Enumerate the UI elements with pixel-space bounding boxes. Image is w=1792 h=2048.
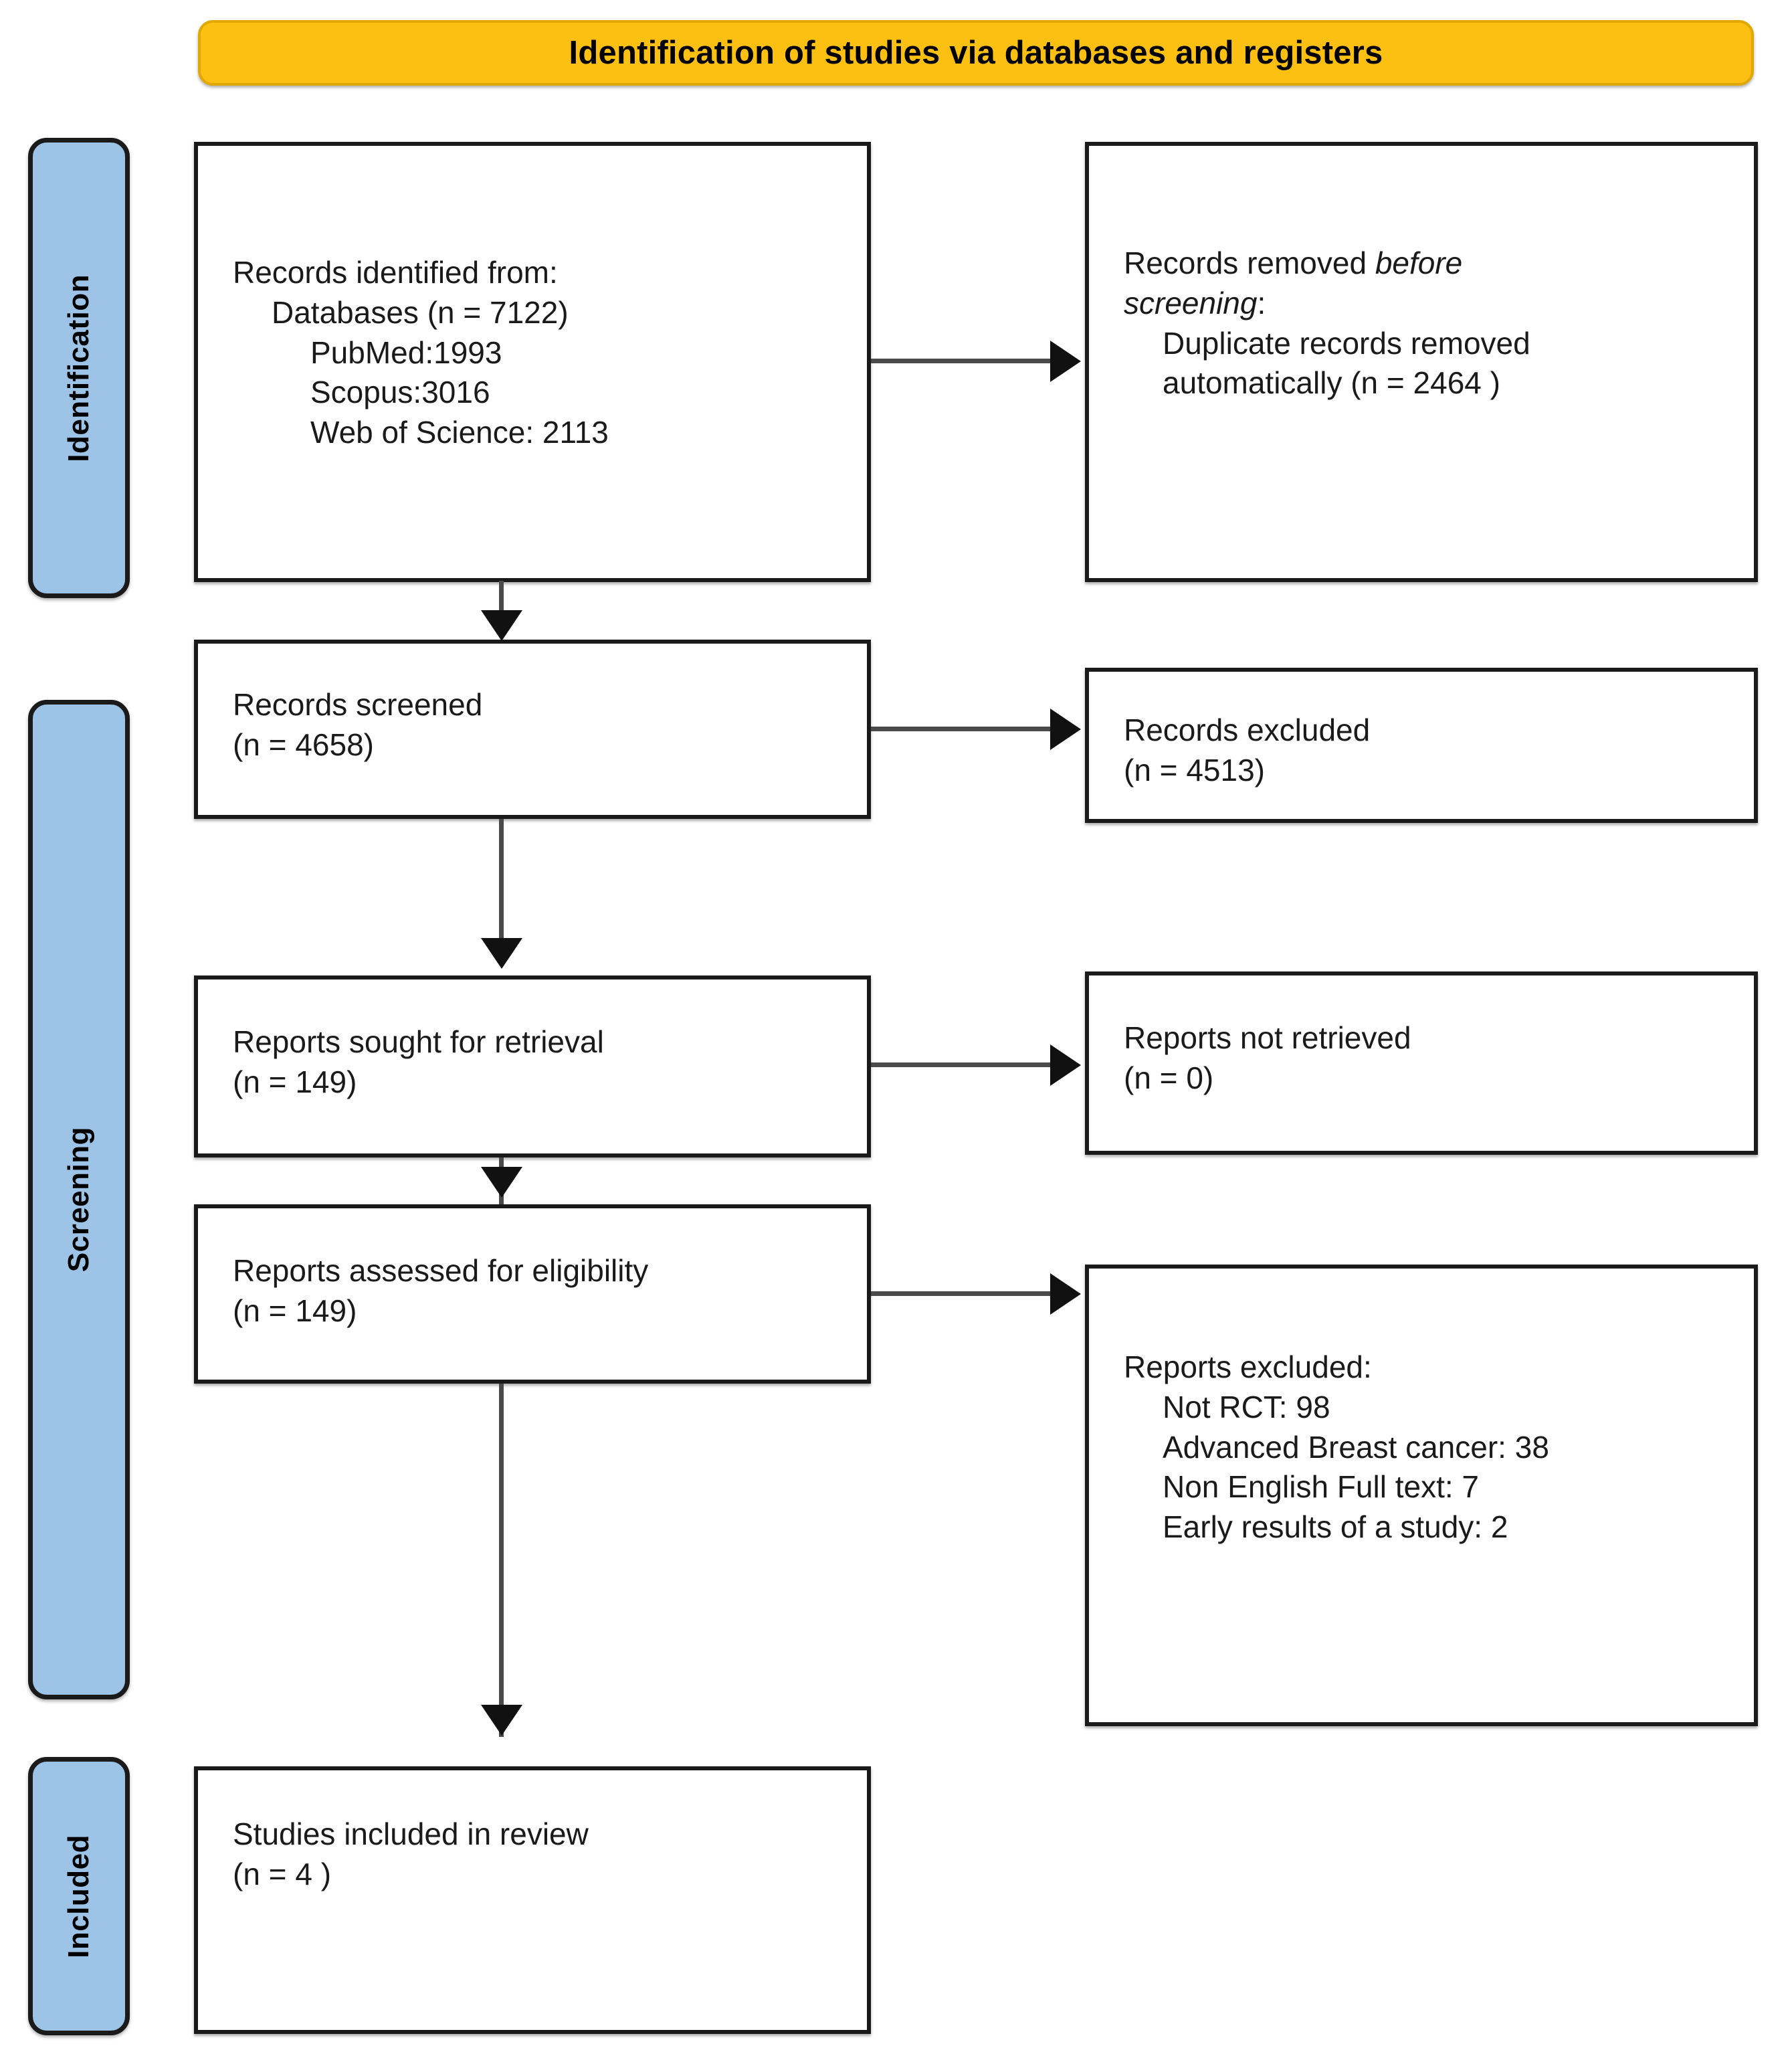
node-records-removed-before-screening: Records removed before screening: Duplic… xyxy=(1085,142,1758,582)
connector-screened-to-sought-line xyxy=(499,819,504,946)
records-identified-line-4: Scopus:3016 xyxy=(310,375,490,410)
records-identified-line-3: PubMed:1993 xyxy=(310,335,502,370)
connector-assessed-to-reports-excluded-arrowhead-icon xyxy=(1050,1273,1081,1315)
diagram-title: Identification of studies via databases … xyxy=(569,35,1383,71)
studies-included-label: Studies included in review xyxy=(233,1817,589,1851)
reports-excluded-reason-1: Not RCT: 98 xyxy=(1163,1389,1330,1424)
connector-screened-to-excluded-line xyxy=(871,727,1054,731)
records-screened-count: (n = 4658) xyxy=(233,727,374,762)
node-reports-excluded: Reports excluded: Not RCT: 98 Advanced B… xyxy=(1085,1265,1758,1726)
node-reports-sought: Reports sought for retrieval (n = 149) xyxy=(194,975,871,1157)
reports-excluded-reason-3: Non English Full text: 7 xyxy=(1163,1469,1480,1505)
reports-sought-label: Reports sought for retrieval xyxy=(233,1024,604,1059)
records-identified-line-2: Databases (n = 7122) xyxy=(272,294,569,330)
connector-assessed-to-included-line xyxy=(499,1384,504,1737)
stage-label-identification: Identification xyxy=(62,274,95,462)
connector-identified-to-removed-arrowhead-icon xyxy=(1050,341,1081,382)
connector-identified-to-removed-line xyxy=(871,359,1054,363)
node-studies-included: Studies included in review (n = 4 ) xyxy=(194,1766,871,2034)
reports-not-retrieved-label: Reports not retrieved xyxy=(1124,1020,1411,1055)
stage-label-screening: Screening xyxy=(62,1127,95,1273)
records-removed-line-4: automatically (n = 2464 ) xyxy=(1163,365,1500,401)
records-screened-label: Records screened xyxy=(233,687,483,722)
stage-tab-included: Included xyxy=(28,1757,130,2035)
records-removed-text-colon: : xyxy=(1257,285,1266,320)
connector-screened-to-excluded-arrowhead-icon xyxy=(1050,709,1081,750)
records-removed-text-screening: screening xyxy=(1124,285,1258,320)
stage-label-included: Included xyxy=(62,1834,95,1958)
node-records-excluded: Records excluded (n = 4513) xyxy=(1085,668,1758,823)
connector-sought-to-not-retrieved-line xyxy=(871,1062,1054,1067)
records-removed-line-3: Duplicate records removed xyxy=(1163,325,1530,361)
connector-identified-to-screened-arrowhead-icon xyxy=(481,610,522,641)
node-records-identified: Records identified from: Databases (n = … xyxy=(194,142,871,582)
records-excluded-count: (n = 4513) xyxy=(1124,752,1265,787)
reports-sought-count: (n = 149) xyxy=(233,1064,357,1099)
stage-tab-screening: Screening xyxy=(28,700,130,1699)
records-identified-line-5: Web of Science: 2113 xyxy=(310,415,609,450)
connector-sought-to-not-retrieved-arrowhead-icon xyxy=(1050,1044,1081,1086)
reports-excluded-label: Reports excluded: xyxy=(1124,1349,1372,1384)
connector-assessed-to-included-arrowhead-icon xyxy=(481,1705,522,1736)
records-excluded-label: Records excluded xyxy=(1124,713,1371,747)
records-removed-text-a: Records removed xyxy=(1124,246,1375,280)
node-records-screened: Records screened (n = 4658) xyxy=(194,640,871,819)
stage-tab-identification: Identification xyxy=(28,138,130,598)
connector-sought-to-assessed-arrowhead-icon xyxy=(481,1167,522,1198)
node-reports-assessed: Reports assessed for eligibility (n = 14… xyxy=(194,1204,871,1384)
diagram-header-banner: Identification of studies via databases … xyxy=(198,20,1754,86)
records-removed-line-1: Records removed before xyxy=(1124,244,1732,284)
connector-identified-to-screened-line xyxy=(499,581,504,620)
connector-assessed-to-reports-excluded-line xyxy=(871,1291,1054,1296)
reports-assessed-label: Reports assessed for eligibility xyxy=(233,1253,649,1288)
connector-screened-to-sought-arrowhead-icon xyxy=(481,938,522,969)
node-reports-not-retrieved: Reports not retrieved (n = 0) xyxy=(1085,971,1758,1155)
studies-included-count: (n = 4 ) xyxy=(233,1856,332,1891)
records-identified-line-1: Records identified from: xyxy=(233,255,558,290)
records-removed-text-before: before xyxy=(1375,246,1463,280)
reports-assessed-count: (n = 149) xyxy=(233,1293,357,1328)
reports-excluded-reason-2: Advanced Breast cancer: 38 xyxy=(1163,1429,1549,1465)
records-removed-line-2: screening: xyxy=(1124,284,1732,324)
reports-excluded-reason-4: Early results of a study: 2 xyxy=(1163,1509,1508,1545)
reports-not-retrieved-count: (n = 0) xyxy=(1124,1060,1214,1095)
